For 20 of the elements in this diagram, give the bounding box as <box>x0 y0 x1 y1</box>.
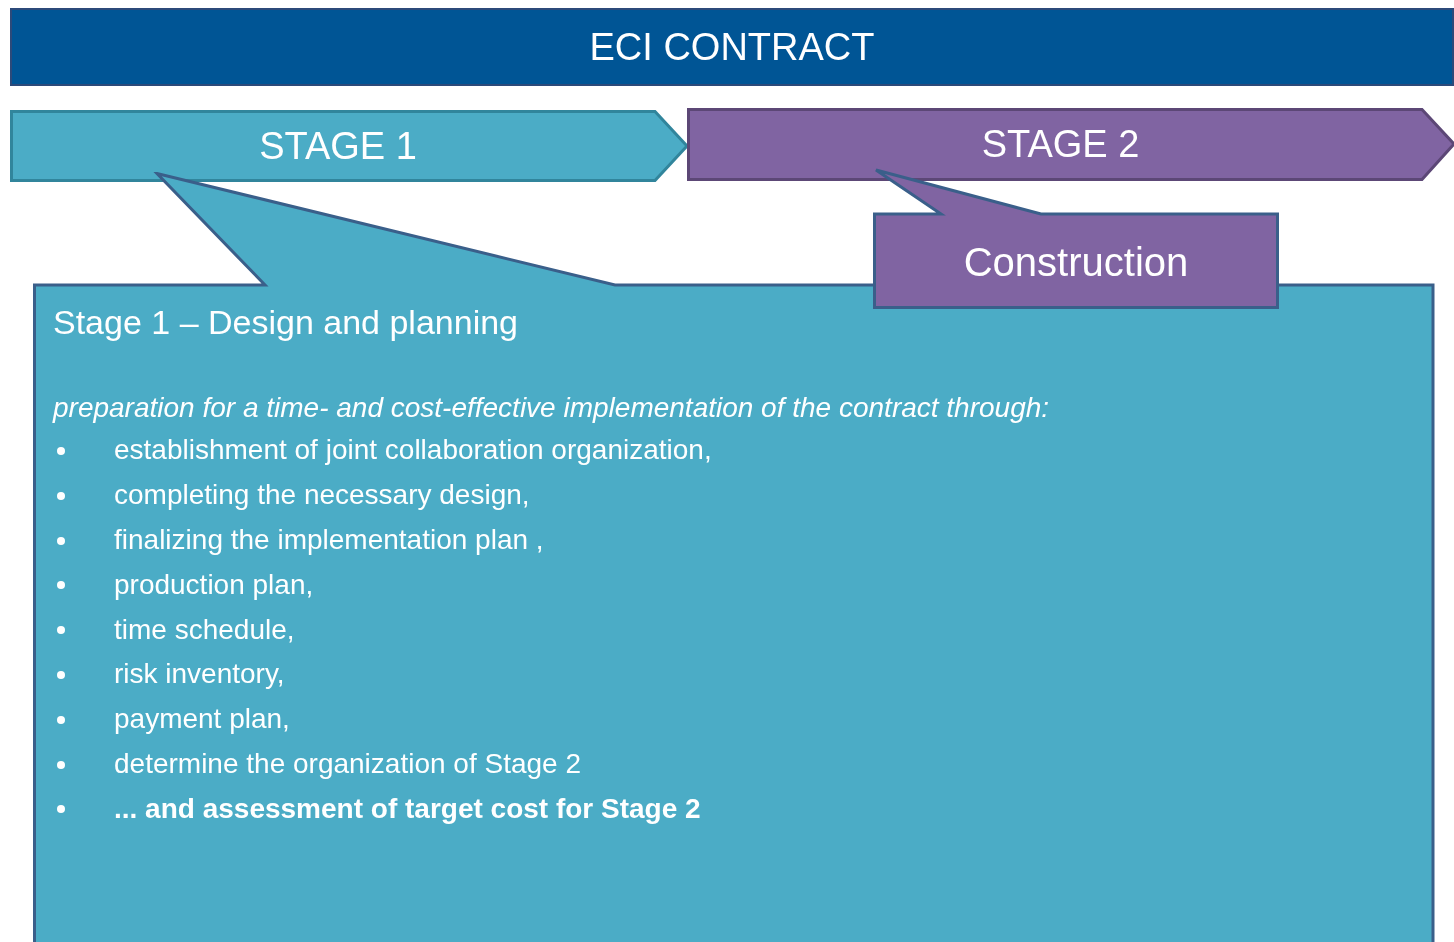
stage-label: STAGE 2 <box>981 122 1140 167</box>
bullet-item: establishment of joint collaboration organization, <box>114 433 712 468</box>
bullet-item: production plan, <box>114 567 314 602</box>
stage-header <box>10 110 690 182</box>
bullet-item: completing the necessary design, <box>114 478 530 513</box>
banner-title: ECI CONTRACT <box>589 24 875 70</box>
stage-header <box>687 108 1454 181</box>
bullet-item: ... and assessment of target cost for Stage 2 <box>114 791 701 826</box>
callout-heading: Stage 1 – Design and planning <box>53 302 520 343</box>
bullet-item: finalizing the implementation plan , <box>114 523 544 557</box>
bullet-item: risk inventory, <box>114 657 285 692</box>
callout-box <box>33 172 1435 942</box>
bullet-item: determine the organization of Stage 2 <box>114 746 581 781</box>
bullet-item: time schedule, <box>114 612 295 647</box>
callout-label: Construction <box>963 238 1189 286</box>
bullet-item: payment plan, <box>114 702 290 737</box>
intro-text: preparation for a time- and cost-effective implementation of the contract through: <box>53 391 1051 425</box>
stage-label: STAGE 1 <box>259 123 417 169</box>
title-banner <box>10 8 1454 86</box>
callout-box <box>873 168 1279 309</box>
